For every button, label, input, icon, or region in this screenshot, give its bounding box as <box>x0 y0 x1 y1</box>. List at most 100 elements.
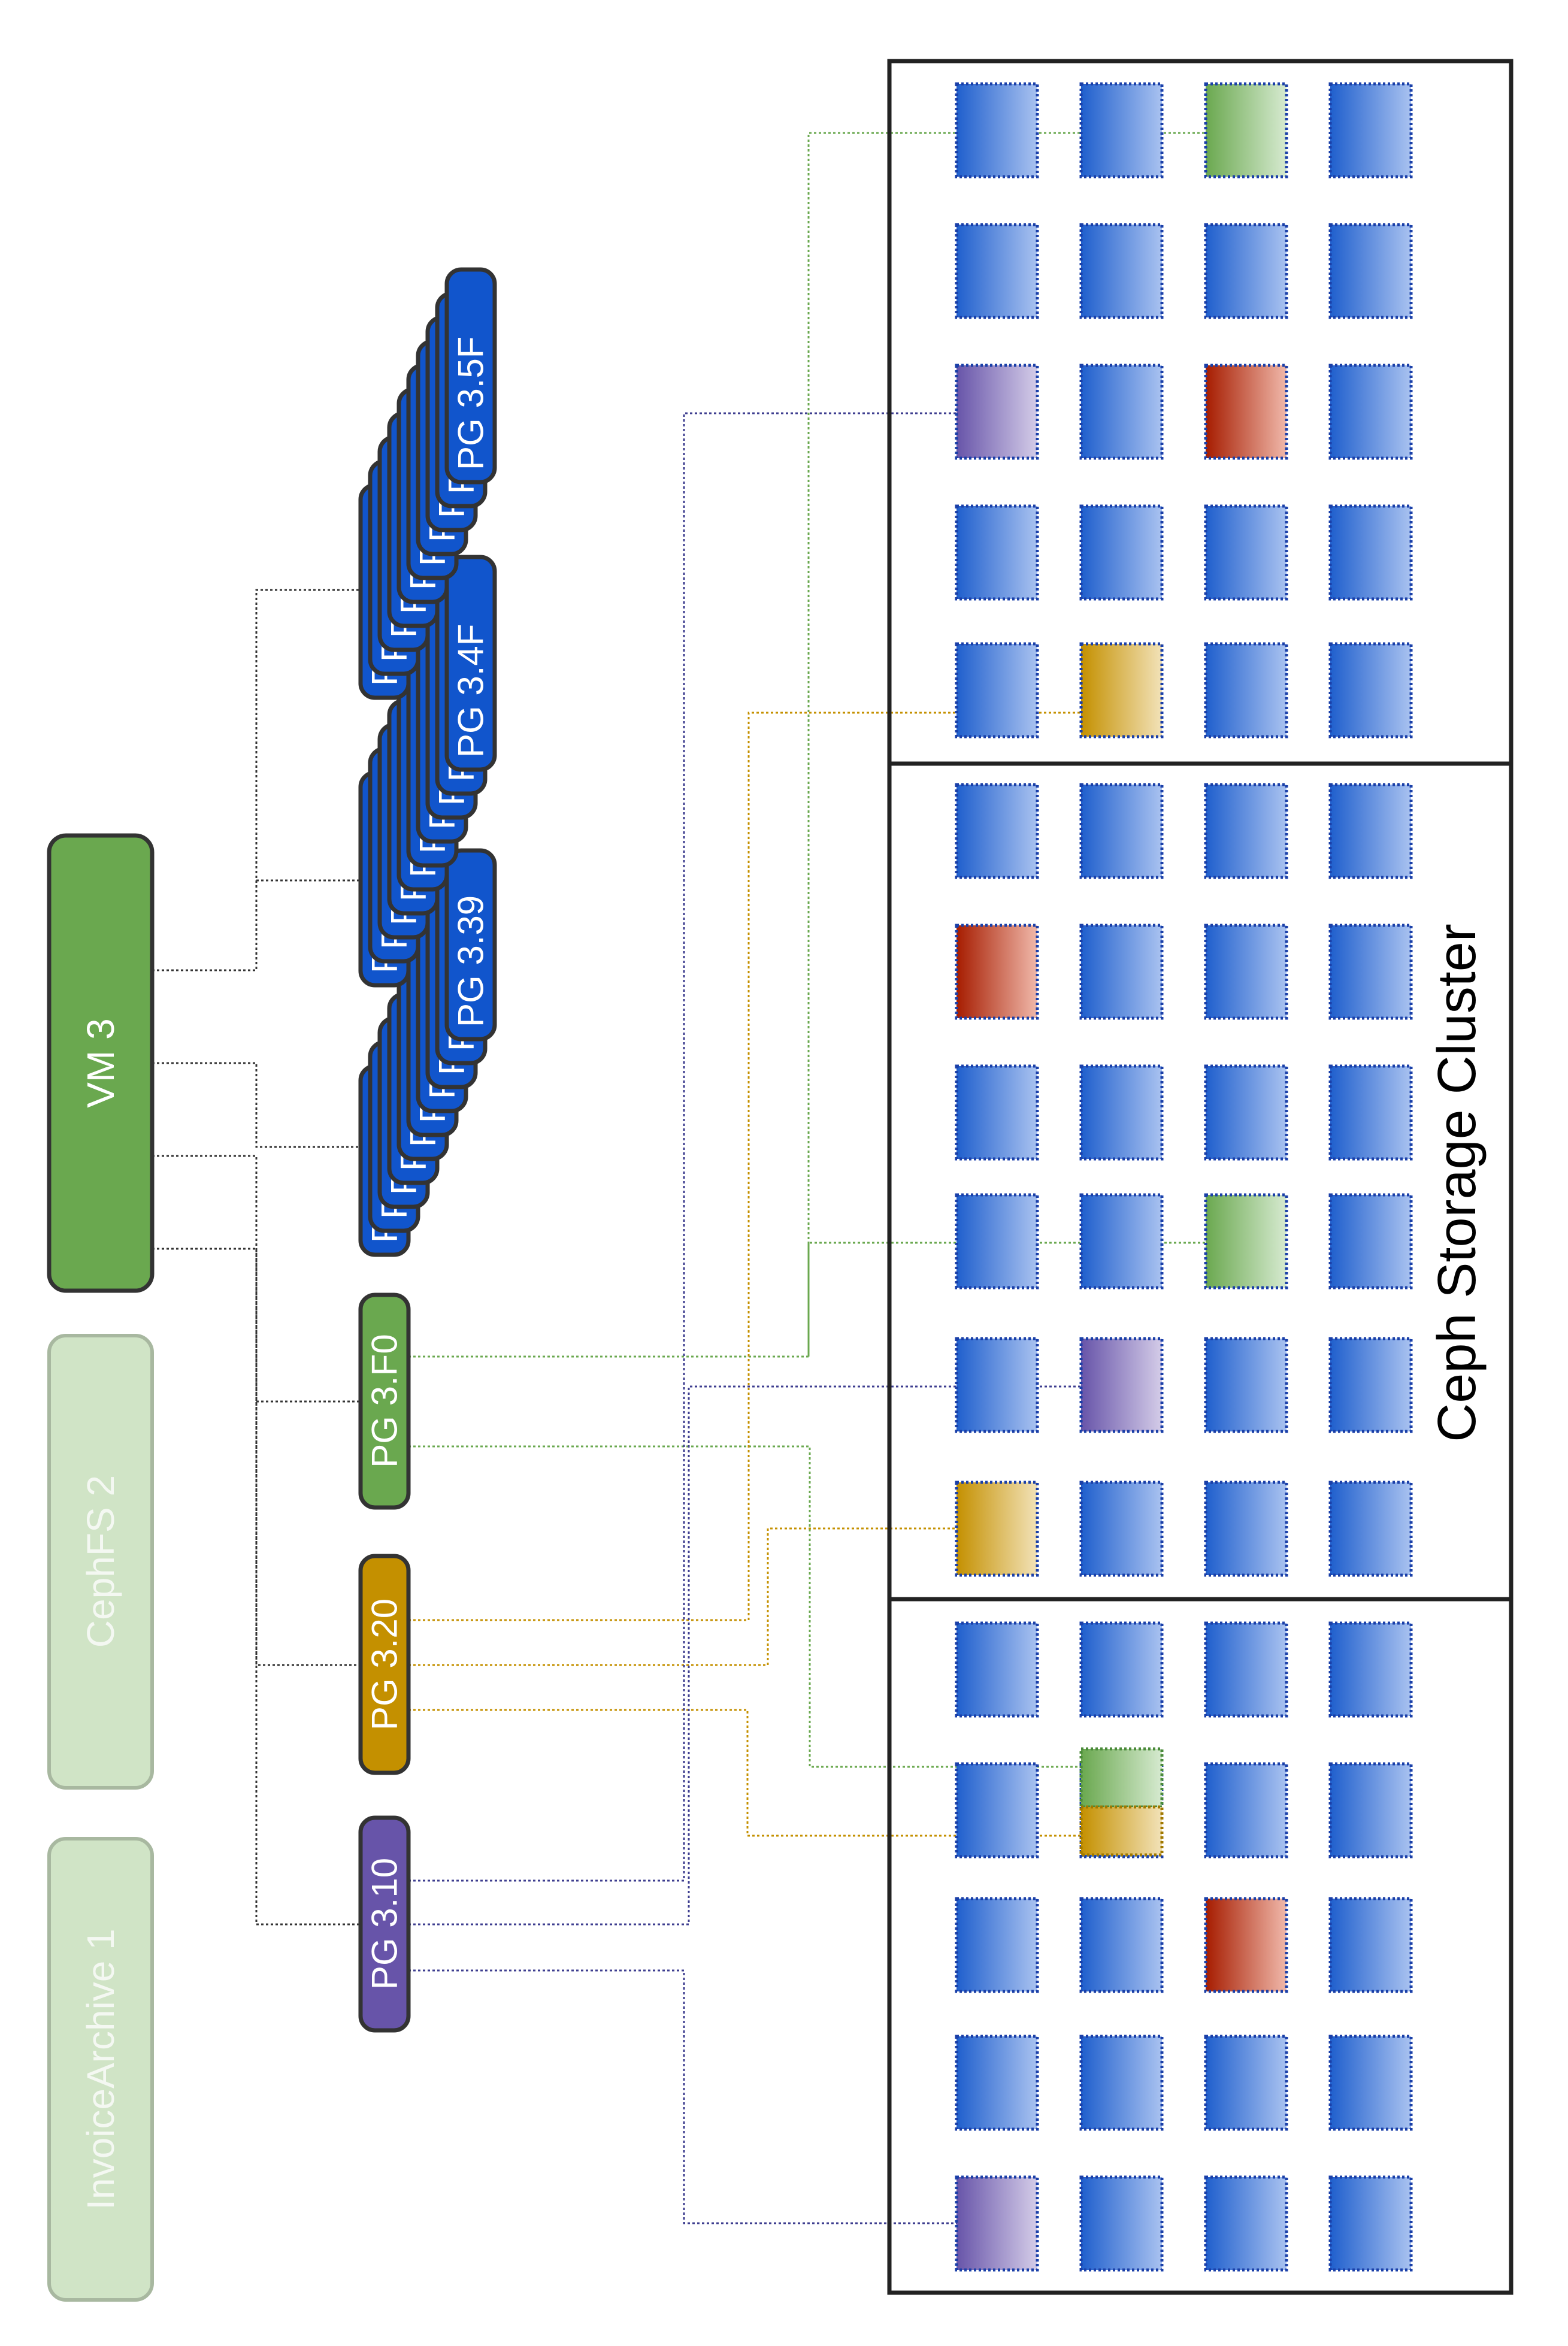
osd-disk[interactable] <box>1328 1193 1413 1289</box>
pg-stack-2[interactable]: PG 3.4PG 3.4PG 3.4PG 3.4PG 3.4PG 3.4PG 3… <box>358 555 497 988</box>
osd-disk[interactable] <box>955 364 1039 460</box>
osd-disk[interactable] <box>1079 1621 1164 1718</box>
osd-disk[interactable] <box>1328 2035 1413 2131</box>
client-vm[interactable]: VM 3 <box>47 833 155 1293</box>
osd-disk[interactable] <box>1079 1193 1164 1289</box>
pg-320-to-osd-node2 <box>408 1527 956 1666</box>
pg-310-to-osd-node1 <box>408 412 956 1882</box>
osd-disk[interactable] <box>1204 1481 1288 1577</box>
osd-disk[interactable] <box>1204 1621 1288 1718</box>
osd-disk[interactable] <box>1328 223 1413 319</box>
pg-3-f0-label: PG 3.F0 <box>365 1334 405 1467</box>
osd-disk[interactable] <box>1204 1064 1288 1161</box>
osd-disk[interactable] <box>1204 924 1288 1020</box>
osd-disk[interactable] <box>1079 1897 1164 1993</box>
osd-disk[interactable] <box>1079 82 1164 178</box>
pg-stack-card-label: PG 3.39 <box>451 895 491 1027</box>
osd-disk[interactable] <box>1204 1762 1288 1858</box>
osd-disk[interactable] <box>1079 504 1164 601</box>
client-vm-label: VM 3 <box>79 1018 122 1107</box>
pg-3-10[interactable]: PG 3.10 <box>358 1815 411 2033</box>
osd-disk[interactable] <box>1079 1481 1164 1577</box>
osd-disk[interactable] <box>955 223 1039 319</box>
pg-stack-card-label: PG 3.5F <box>451 337 491 470</box>
pg-320-to-osd-node3 <box>408 1709 1081 1837</box>
osd-disk[interactable] <box>1328 504 1413 601</box>
osd-disk[interactable] <box>955 1621 1039 1718</box>
osd-disk[interactable] <box>955 924 1039 1020</box>
osd-disk[interactable] <box>1328 82 1413 178</box>
pg-3-20[interactable]: PG 3.20 <box>358 1554 411 1775</box>
osd-disk[interactable] <box>1328 1621 1413 1718</box>
osd-disk[interactable] <box>1328 1762 1413 1858</box>
osd-disk[interactable] <box>955 642 1039 738</box>
osd-disk[interactable] <box>955 1481 1039 1577</box>
osd-disk[interactable] <box>1204 504 1288 601</box>
osd-disk[interactable] <box>1204 82 1288 178</box>
pg-stacks: PG 3.3PG 3.3PG 3.3PG 3.3PG 3.3PG 3.3PG 3… <box>358 267 497 1257</box>
pg-3f0-to-osd-node2 <box>807 1242 1206 1357</box>
osd-disk[interactable] <box>955 783 1039 879</box>
osd-disk[interactable] <box>1079 783 1164 879</box>
pg-stack-card-label: PG 3.4F <box>451 624 491 758</box>
cluster-border <box>887 59 1513 2295</box>
osd-disk[interactable] <box>1328 783 1413 879</box>
osd-disk[interactable] <box>1079 2175 1164 2272</box>
osd-disk[interactable] <box>1204 2175 1288 2272</box>
pg-3f0-to-osd-node3 <box>408 1445 1081 1768</box>
pg-stack-card <box>444 848 497 1042</box>
osd-disk[interactable] <box>1204 364 1288 460</box>
osd-disk[interactable] <box>1204 1193 1288 1289</box>
osd-disk[interactable] <box>1079 1337 1164 1433</box>
osd-disk[interactable] <box>1328 1897 1413 1993</box>
pg-3-10-label: PG 3.10 <box>365 1858 405 1990</box>
osd-disk[interactable] <box>955 2035 1039 2131</box>
pg-stack-card <box>444 555 497 772</box>
pg-stack-3[interactable]: PG 3.5PG 3.5PG 3.5PG 3.5PG 3.5PG 3.5PG 3… <box>358 267 497 700</box>
osd-disk[interactable] <box>1328 1481 1413 1577</box>
client-invoice-archive-label: InvoiceArchive 1 <box>79 1929 122 2210</box>
osd-disk[interactable] <box>1079 223 1164 319</box>
connector-lines <box>152 132 1206 2224</box>
osd-disk[interactable] <box>955 1193 1039 1289</box>
osd-disk[interactable] <box>1328 1337 1413 1433</box>
osd-grid <box>955 82 1413 2272</box>
osd-disk-replica-green[interactable] <box>1079 1747 1164 1809</box>
osd-disk-replica-gold[interactable] <box>1079 1805 1164 1857</box>
osd-disk[interactable] <box>955 82 1039 178</box>
osd-disk[interactable] <box>955 1762 1039 1858</box>
client-invoice-archive[interactable]: InvoiceArchive 1 <box>47 1837 154 2302</box>
osd-disk[interactable] <box>1328 642 1413 738</box>
osd-disk[interactable] <box>1204 1337 1288 1433</box>
osd-disk[interactable] <box>1204 2035 1288 2131</box>
pg-320-to-osd-node1 <box>408 712 1081 1621</box>
osd-disk[interactable] <box>1079 1064 1164 1161</box>
osd-disk[interactable] <box>1328 1064 1413 1161</box>
osd-disk[interactable] <box>1204 1897 1288 1993</box>
osd-disk[interactable] <box>1204 223 1288 319</box>
osd-disk[interactable] <box>1079 642 1164 738</box>
osd-disk[interactable] <box>955 504 1039 601</box>
osd-disk[interactable] <box>1204 642 1288 738</box>
osd-disk[interactable] <box>1328 924 1413 1020</box>
osd-disk[interactable] <box>955 1064 1039 1161</box>
osd-disk[interactable] <box>955 1897 1039 1993</box>
pg-310-to-osd-node2 <box>408 1385 1081 1926</box>
osd-disk[interactable] <box>1328 2175 1413 2272</box>
osd-disk[interactable] <box>955 1337 1039 1433</box>
pg-3-f0[interactable]: PG 3.F0 <box>358 1292 411 1510</box>
client-cephfs[interactable]: CephFS 2 <box>47 1334 154 1790</box>
osd-disk[interactable] <box>955 2175 1039 2272</box>
osd-disk[interactable] <box>1079 364 1164 460</box>
osd-disk[interactable] <box>1328 364 1413 460</box>
osd-disk[interactable] <box>1204 783 1288 879</box>
storage-node-2 <box>955 783 1413 1577</box>
vm-to-pg-stack-3 <box>152 589 361 971</box>
osd-disk[interactable] <box>1079 2035 1164 2131</box>
pg-stack-1[interactable]: PG 3.3PG 3.3PG 3.3PG 3.3PG 3.3PG 3.3PG 3… <box>358 848 497 1257</box>
client-cephfs-label: CephFS 2 <box>79 1475 122 1648</box>
cluster-label: Ceph Storage Cluster <box>1427 924 1487 1442</box>
vm-to-pg-310 <box>255 1249 361 1926</box>
osd-disk[interactable] <box>1079 924 1164 1020</box>
pg-3-20-label: PG 3.20 <box>365 1599 405 1730</box>
